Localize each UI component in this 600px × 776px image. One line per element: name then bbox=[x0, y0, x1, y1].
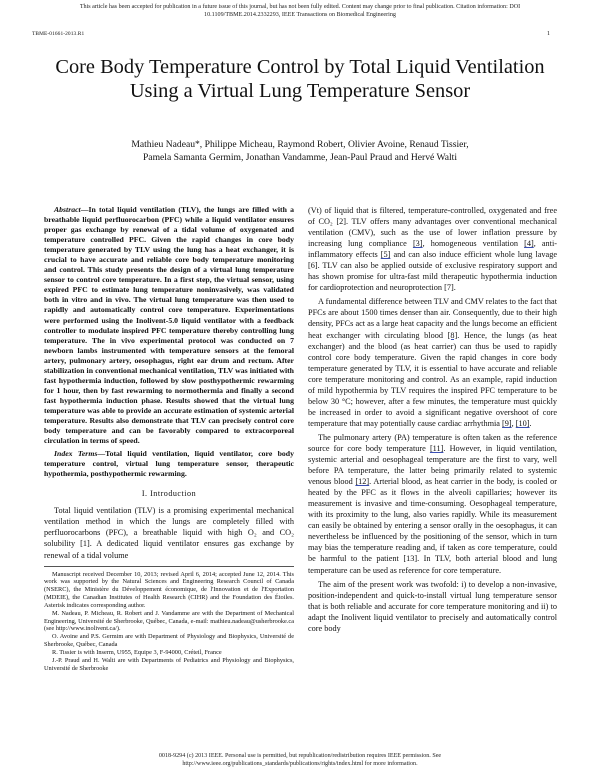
right-column: (Vt) of liquid that is filtered, tempera… bbox=[308, 205, 557, 634]
intro-paragraph: Total liquid ventilation (TLV) is a prom… bbox=[44, 506, 294, 560]
citation-link-4[interactable]: [4] bbox=[524, 239, 534, 249]
footer-line-1: 0018-9294 (c) 2013 IEEE. Personal use is… bbox=[158, 753, 442, 759]
footer-line-2: http://www.ieee.org/publications_standar… bbox=[182, 761, 418, 767]
footnote-affiliation-physio: O. Avoine and P.S. Germim are with Depar… bbox=[44, 633, 294, 649]
text-run: , anti-inflammatory effects bbox=[308, 239, 557, 260]
footnote-affiliation-inserm: R. Tissier is with Inserm, U955, Equipe … bbox=[52, 648, 222, 656]
abstract-lead: Abstract bbox=[54, 205, 81, 214]
citation-link-11[interactable]: [11] bbox=[429, 443, 444, 453]
author-line-2: Pamela Samanta Germim, Jonathan Vandamme… bbox=[142, 151, 458, 163]
footnote-affiliation-mech: M. Nadeau, P. Micheau, R. Robert and J. … bbox=[44, 609, 294, 633]
body-paragraph-1: (Vt) of liquid that is filtered, tempera… bbox=[308, 205, 557, 293]
text-run: (Vt) of liquid that is filtered, tempera… bbox=[308, 206, 557, 249]
banner-line-1: This article has been accepted for publi… bbox=[79, 4, 521, 10]
paper-title: Core Body Temperature Control by Total L… bbox=[55, 56, 545, 102]
text-run: , bbox=[511, 418, 516, 428]
text-run: . Hence, the lungs (as heat exchanger) a… bbox=[308, 330, 558, 428]
text-run: . bbox=[529, 418, 532, 428]
text-run: . However, in liquid ventilation, system… bbox=[308, 443, 557, 487]
banner-line-2: 10.1109/TBME.2014.2332293, IEEE Transact… bbox=[204, 12, 396, 18]
index-terms-text: —Total liquid ventilation, liquid ventil… bbox=[44, 449, 294, 479]
left-column: Abstract—In total liquid ventilation (TL… bbox=[44, 205, 294, 673]
text-run: , homogeneous ventilation bbox=[422, 239, 525, 249]
copyright-footer: 0018-9294 (c) 2013 IEEE. Personal use is… bbox=[0, 752, 600, 768]
citation-link-9[interactable]: [9] bbox=[502, 418, 512, 428]
index-terms: Index Terms—Total liquid ventilation, li… bbox=[44, 449, 294, 479]
abstract: Abstract—In total liquid ventilation (TL… bbox=[44, 205, 294, 446]
index-terms-lead: Index Terms bbox=[54, 449, 98, 459]
footnote-manuscript: Manuscript received December 10, 2013; r… bbox=[44, 570, 294, 609]
text-run: A fundamental difference between TLV and… bbox=[308, 297, 557, 340]
text-run: and can also induce efficient whole lung… bbox=[308, 250, 557, 293]
citation-link-12[interactable]: [12] bbox=[355, 477, 370, 487]
citation-link-3[interactable]: [3] bbox=[412, 239, 423, 249]
citation-link-5[interactable]: [5] bbox=[380, 250, 391, 260]
running-head: TBME-01661-2013.R1 bbox=[32, 31, 85, 37]
author-line-1: Mathieu Nadeau*, Philippe Micheau, Raymo… bbox=[131, 139, 469, 150]
citation-link-10[interactable]: [10] bbox=[515, 418, 530, 428]
body-paragraph-4: The aim of the present work was twofold:… bbox=[308, 579, 557, 633]
abstract-text: —In total liquid ventilation (TLV), the … bbox=[44, 205, 294, 446]
body-paragraph-2: A fundamental difference between TLV and… bbox=[308, 296, 557, 429]
text-run: . Arterial blood, as heat carrier in the… bbox=[308, 477, 557, 575]
citation-link-8[interactable]: [8] bbox=[447, 330, 458, 340]
section-heading-introduction: I. Introduction bbox=[141, 489, 197, 499]
preprint-banner: This article has been accepted for publi… bbox=[0, 3, 600, 19]
text-run: The pulmonary artery (PA) temperature is… bbox=[308, 432, 557, 453]
body-paragraph-3: The pulmonary artery (PA) temperature is… bbox=[308, 432, 557, 576]
footnote-rule bbox=[44, 565, 294, 567]
footnote-affiliation-pediatrics: J.-P. Praud and H. Walti are with Depart… bbox=[44, 656, 294, 672]
page-number: 1 bbox=[547, 31, 550, 37]
author-list: Mathieu Nadeau*, Philippe Micheau, Raymo… bbox=[40, 139, 560, 164]
